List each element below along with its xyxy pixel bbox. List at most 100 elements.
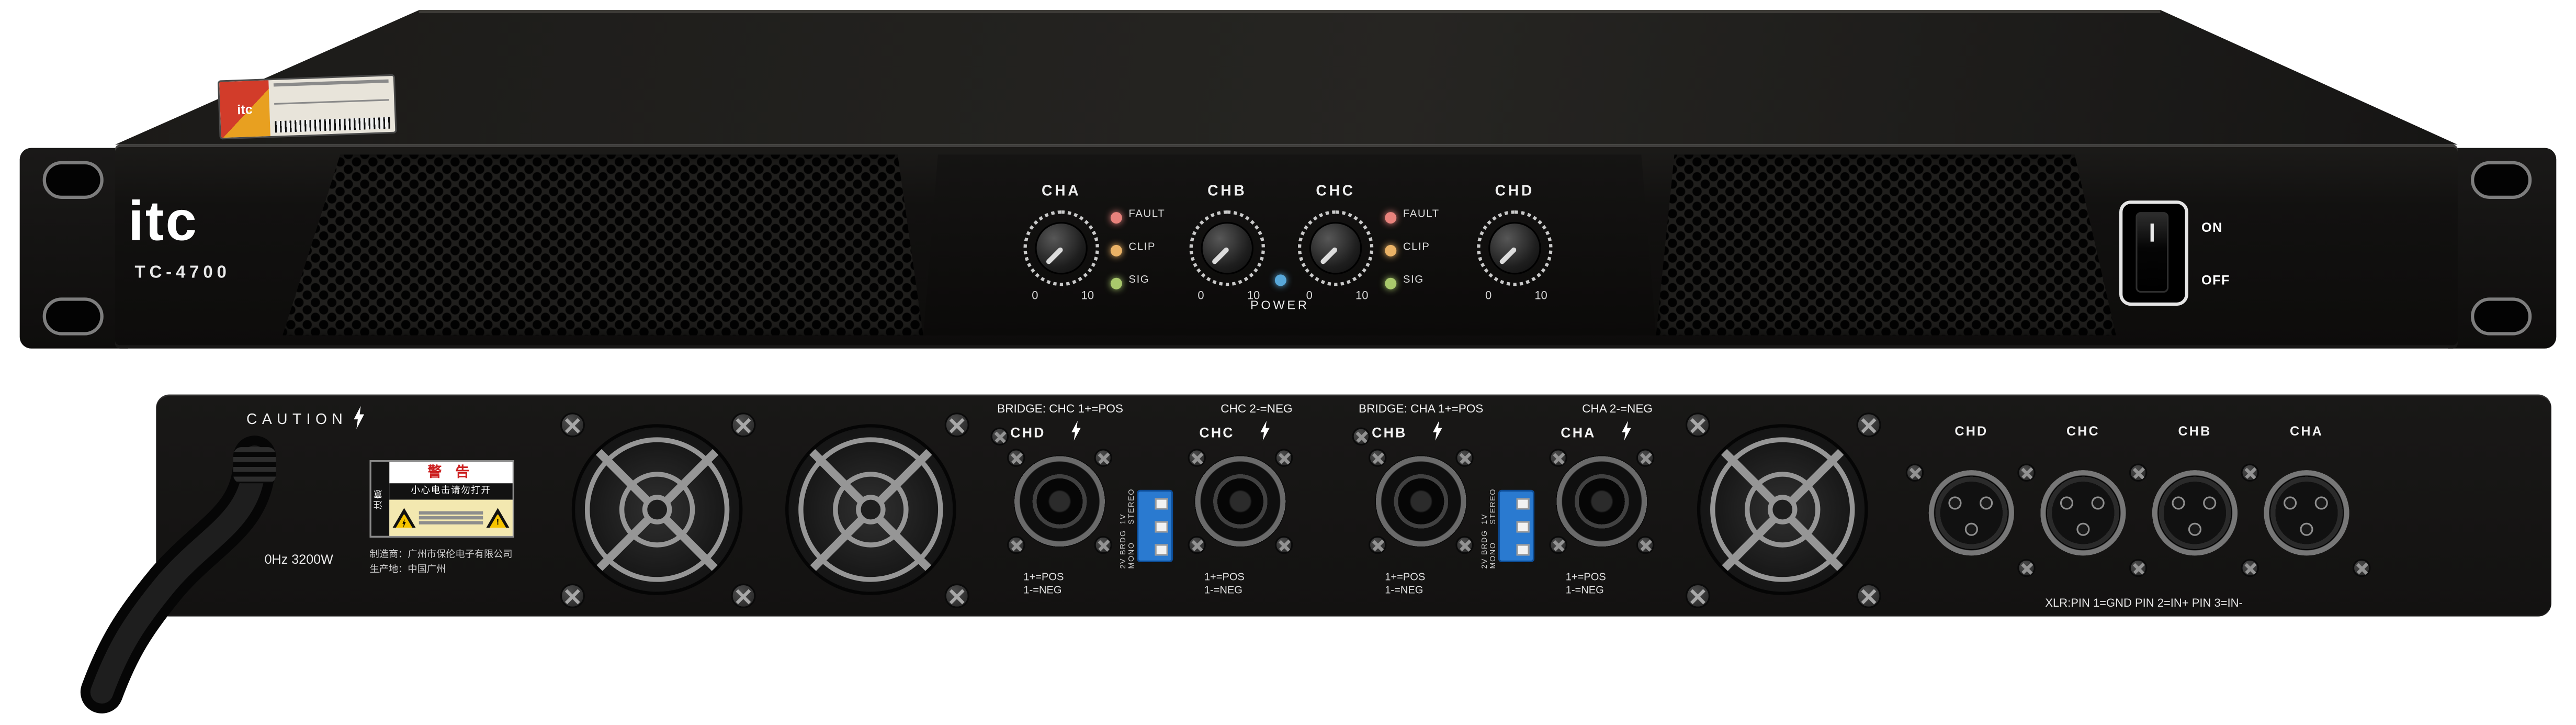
speakon-pinout: 1+=POS 1-=NEG	[1023, 572, 1064, 599]
product-sticker: itc	[217, 74, 397, 140]
screw	[1188, 536, 1206, 554]
switch-on-label: ON	[2201, 220, 2223, 236]
knob-label-chc: CHC	[1316, 182, 1355, 199]
rear-panel: CAUTION 0Hz 3200W 注意 警 告 小心电击请勿打开	[80, 394, 2551, 713]
brand-logo: itc	[128, 191, 198, 253]
xlr-pinout-note: XLR:PIN 1=GND PIN 2=IN+ PIN 3=IN-	[2045, 598, 2243, 610]
exclamation-triangle-icon: !	[486, 508, 510, 528]
warning-sticker: 注意 警 告 小心电击请勿打开 !	[369, 460, 514, 538]
screw	[2129, 463, 2148, 482]
screw	[2017, 559, 2036, 577]
chd-gain-knob[interactable]	[1477, 210, 1553, 286]
knob-label-chd: CHD	[1495, 182, 1535, 199]
xlr-label-chb: CHB	[2178, 424, 2212, 439]
sticker-barcode	[275, 117, 390, 133]
screw	[731, 583, 756, 608]
xlr-connector-chb	[2129, 460, 2261, 584]
sig-led	[1110, 277, 1122, 289]
rack-mount-slot	[2471, 161, 2532, 199]
fan-grille	[1697, 424, 1868, 595]
clip-led-label: CLIP	[1403, 241, 1430, 253]
clip-led-label: CLIP	[1128, 241, 1156, 253]
fan-hub	[1767, 495, 1798, 525]
pos-label: 1+=POS	[1023, 572, 1064, 584]
speakon-label-cha: CHA	[1561, 424, 1596, 441]
knob-scale-min: 0	[1485, 291, 1492, 303]
lightning-triangle-icon	[392, 508, 416, 528]
screw	[560, 412, 585, 438]
neg-label: 1-=NEG	[1385, 585, 1423, 597]
mode-dip-switch[interactable]	[1498, 489, 1535, 562]
screw	[1905, 463, 1924, 482]
speakon-connector-chb	[1368, 449, 1474, 554]
dip-toggle[interactable]	[1516, 544, 1530, 555]
speakon-label-chd: CHD	[1010, 424, 1046, 441]
power-switch-rocker[interactable]	[2136, 212, 2169, 293]
cha-gain-knob[interactable]	[1023, 210, 1099, 286]
dip-toggle[interactable]	[1155, 544, 1168, 555]
xlr-label-chc: CHC	[2066, 424, 2100, 439]
knob-pointer	[1044, 246, 1063, 265]
knob-pointer	[1210, 246, 1229, 265]
knob-scale-max: 10	[1534, 291, 1547, 303]
screw	[2241, 463, 2259, 482]
power-led	[1274, 274, 1286, 286]
power-label: POWER	[1250, 297, 1309, 313]
xlr-label-cha: CHA	[2290, 424, 2323, 439]
screw	[1352, 427, 1371, 446]
knob-scale-min: 0	[1197, 291, 1204, 303]
lightning-icon	[1071, 420, 1081, 441]
warning-title: 警 告	[427, 463, 474, 480]
xlr-connector-chd	[1905, 460, 2037, 584]
knob-cap	[1035, 221, 1088, 275]
chc-gain-knob[interactable]	[1297, 210, 1374, 286]
screw	[1368, 536, 1387, 554]
dip-toggle[interactable]	[1155, 498, 1168, 509]
warning-fine-print	[419, 509, 483, 527]
knob-pointer	[1498, 246, 1517, 265]
screw	[2017, 463, 2036, 482]
xlr-connector-cha	[2241, 460, 2372, 584]
dip-toggle[interactable]	[1516, 521, 1530, 532]
screw	[2241, 559, 2259, 577]
xlr-connector-chc	[2017, 460, 2149, 584]
lightning-icon	[1622, 420, 1631, 441]
chassis-top-face	[115, 9, 2458, 145]
neg-label: 1-=NEG	[1565, 585, 1604, 597]
screw	[1455, 449, 1474, 467]
bridge-label: BRIDGE: CHA 1+=POS	[1359, 401, 1484, 416]
dip-label-top: 1V STEREO	[1118, 488, 1136, 525]
mode-dip-switch[interactable]	[1137, 489, 1173, 562]
triangle-inner: !	[489, 514, 506, 528]
model-number: TC-4700	[134, 263, 231, 283]
chb-gain-knob[interactable]	[1189, 210, 1266, 286]
sig-led-label: SIG	[1403, 274, 1424, 286]
speakon-connector-cha	[1549, 449, 1655, 554]
speakon-pinout: 1+=POS 1-=NEG	[1566, 572, 1606, 599]
lightning-icon	[354, 406, 365, 429]
screw	[1685, 583, 1711, 608]
knob-scale-max: 10	[1081, 291, 1094, 303]
amplifier-product-image: itc itc TC-4700 CHA 0 10 FAULT CLIP SIG …	[0, 0, 2576, 653]
speakon-connector-chc	[1188, 449, 1293, 554]
dip-toggle[interactable]	[1155, 521, 1168, 532]
screw	[2352, 559, 2371, 577]
knob-scale-max: 10	[1247, 291, 1260, 303]
vent-grille-left	[283, 154, 923, 336]
screw	[1636, 536, 1655, 554]
screw	[1685, 412, 1711, 438]
fault-led	[1385, 212, 1397, 224]
knob-cap	[1201, 221, 1254, 275]
screw	[1455, 536, 1474, 554]
rack-mount-slot	[42, 297, 104, 336]
screw	[2129, 559, 2148, 577]
power-switch[interactable]	[2119, 200, 2188, 306]
neg-label: 1-=NEG	[1204, 585, 1242, 597]
sticker-brand-logo: itc	[219, 80, 270, 138]
warning-side-label: 注意	[375, 488, 386, 510]
cord-strain-relief	[233, 447, 276, 484]
dip-toggle[interactable]	[1516, 498, 1530, 509]
screw	[1094, 536, 1112, 554]
clip-led	[1110, 244, 1122, 256]
sticker-body	[268, 76, 395, 136]
